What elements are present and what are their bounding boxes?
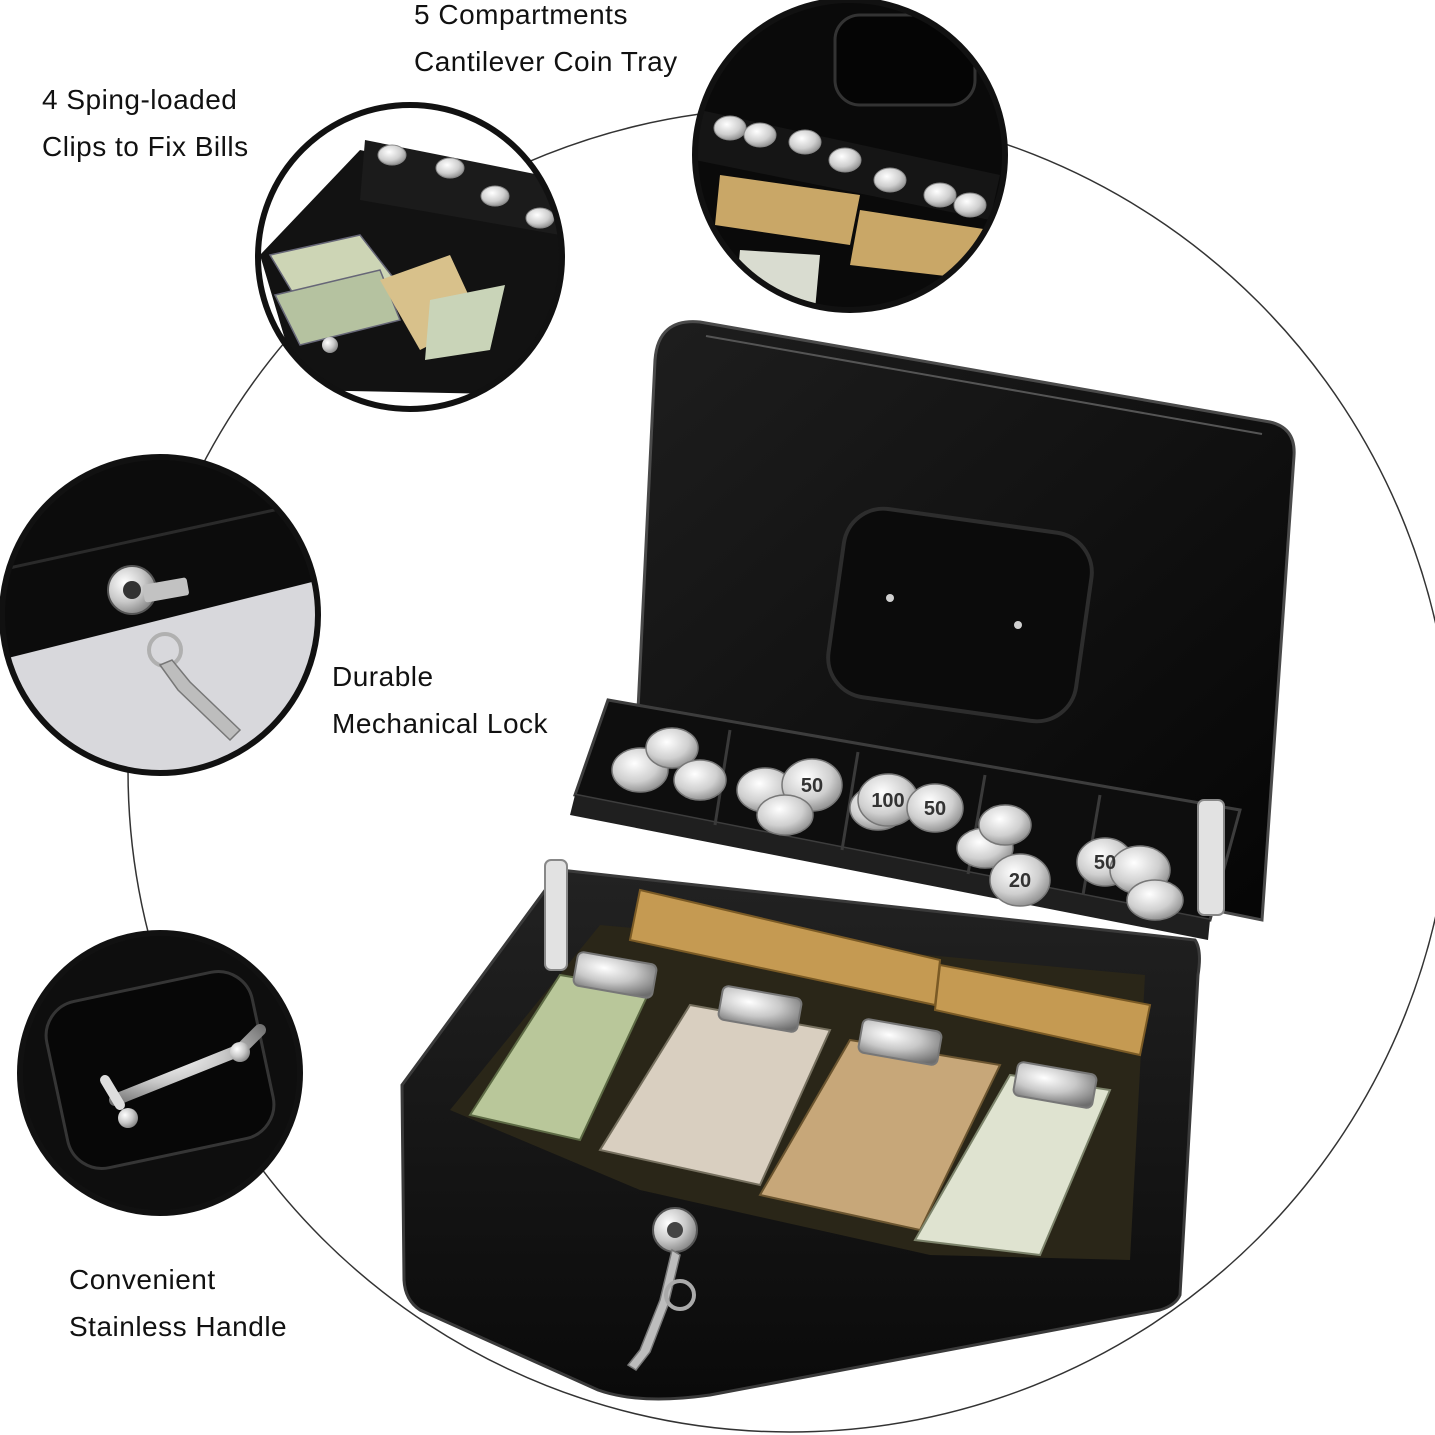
callout-handle: Convenient Stainless Handle [69,1256,287,1350]
callout-handle-line1: Convenient [69,1264,216,1295]
callout-tray-line2: Cantilever Coin Tray [414,46,678,77]
coin-label: 50 [1094,852,1116,874]
callout-lock-line1: Durable [332,661,434,692]
callout-clips-line2: Clips to Fix Bills [42,131,249,162]
callout-clips-line1: 4 Sping-loaded [42,84,238,115]
callout-lock-line2: Mechanical Lock [332,708,549,739]
coins [611,727,1184,921]
front-lock-icon [626,1207,698,1371]
bill-clips [572,951,1098,1109]
callout-tray-line1: 5 Compartments [414,0,628,30]
coin-label: 50 [801,775,823,797]
inset-clips [255,102,565,412]
inset-lock [0,454,321,776]
inset-tray [692,0,1008,313]
cash-box-main: 50 100 50 20 50 [400,320,1296,1401]
inset-handle [17,930,303,1216]
callout-tray: 5 Compartments Cantilever Coin Tray [414,0,678,85]
callout-lock: Durable Mechanical Lock [332,653,548,747]
coin-label: 100 [871,790,904,812]
callout-clips: 4 Sping-loaded Clips to Fix Bills [42,76,249,170]
lid-handle-plate [826,506,1094,724]
coin-label: 50 [924,798,946,820]
coin-label: 20 [1009,870,1031,892]
callout-handle-line2: Stainless Handle [69,1311,288,1342]
